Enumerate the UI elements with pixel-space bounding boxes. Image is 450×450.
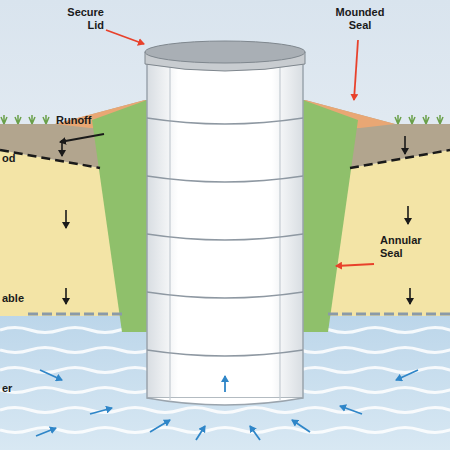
layer-label: od	[2, 152, 32, 165]
callout-label: Mounded Seal	[330, 6, 390, 32]
callout-label: Annular Seal	[380, 234, 440, 260]
water-wave	[0, 428, 450, 433]
grass-tuft	[43, 115, 49, 124]
grass-tuft	[423, 115, 429, 124]
casing-joint	[147, 350, 303, 356]
grass-tuft	[395, 115, 401, 124]
grass-tuft	[437, 115, 443, 124]
water-wave	[0, 408, 450, 413]
grass-tuft	[15, 115, 21, 124]
layer-label: able	[2, 292, 42, 305]
casing-joint	[147, 234, 303, 240]
casing-joint	[147, 118, 303, 124]
layer-label: er	[2, 382, 32, 395]
callout-label: Secure Lid	[50, 6, 104, 32]
flow-label: Runoff	[56, 114, 106, 127]
casing-joint	[147, 176, 303, 182]
grass-tuft	[29, 115, 35, 124]
casing-joint	[147, 292, 303, 298]
grass-tuft	[1, 115, 7, 124]
grass-tuft	[409, 115, 415, 124]
